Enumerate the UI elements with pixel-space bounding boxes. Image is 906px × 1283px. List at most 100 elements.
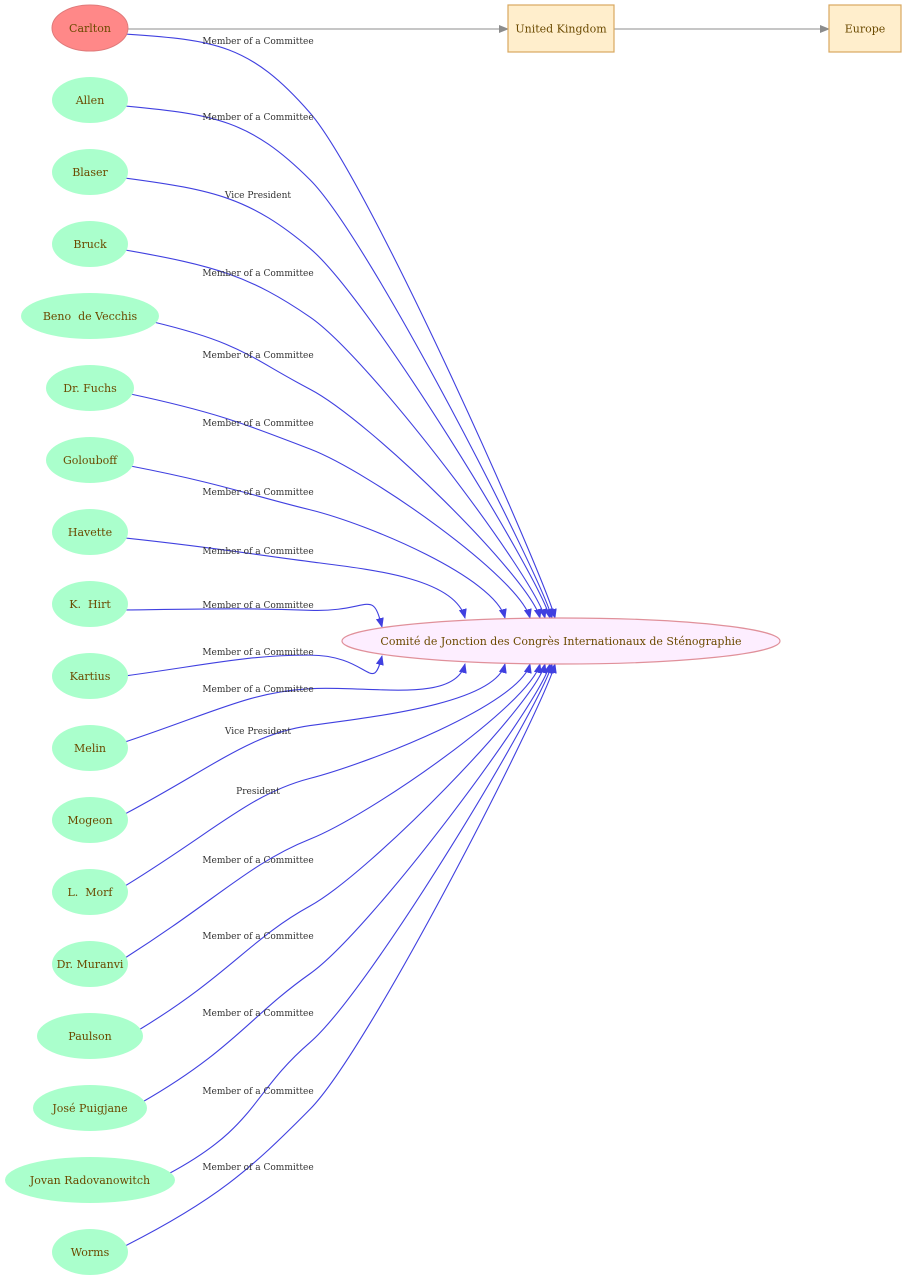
- place-node-europe[interactable]: Europe: [828, 4, 902, 53]
- person-ellipse: [52, 581, 128, 627]
- person-name: Paulson: [68, 1030, 111, 1043]
- edges-layer: [124, 25, 830, 1247]
- edge-label-allen: Member of a Committee: [202, 113, 313, 123]
- edge-label-golouboff: Member of a Committee: [202, 488, 313, 498]
- edge-l-morf-to-organization: [124, 663, 532, 887]
- person-node-jovan-radovanowitch[interactable]: Jovan Radovanowitch: [5, 1157, 175, 1203]
- person-ellipse: [46, 365, 134, 411]
- person-name: Bruck: [73, 238, 107, 251]
- edge-dr-muranvi-to-organization: [124, 663, 542, 959]
- person-node-k-hirt[interactable]: K. Hirt: [52, 581, 128, 627]
- organization-node[interactable]: Comité de Jonction des Congrès Internati…: [341, 617, 781, 665]
- person-node-dr-fuchs[interactable]: Dr. Fuchs: [46, 365, 134, 411]
- person-node-golouboff[interactable]: Golouboff: [46, 437, 134, 483]
- edge-carlton-to-organization: [124, 33, 557, 619]
- edge-melin-to-organization: [124, 663, 467, 743]
- place-node-uk[interactable]: United Kingdom: [507, 4, 615, 53]
- person-ellipse: [52, 221, 128, 267]
- person-node-dr-muranvi[interactable]: Dr. Muranvi: [52, 941, 128, 987]
- edge-label-paulson: Member of a Committee: [202, 932, 313, 942]
- place-box: [507, 4, 615, 53]
- person-name: Carlton: [69, 22, 111, 35]
- person-name: José Puigjane: [51, 1102, 127, 1115]
- person-node-allen[interactable]: Allen: [52, 77, 128, 123]
- edge-kartius-to-organization: [124, 654, 384, 677]
- edge-k-hirt-to-organization: [124, 603, 384, 628]
- person-ellipse: [37, 1013, 143, 1059]
- edge-worms-to-organization: [124, 663, 557, 1247]
- edge-bruck-to-organization: [124, 249, 547, 619]
- person-node-beno-de-vecchis[interactable]: Beno de Vecchis: [21, 293, 159, 339]
- edge-label-havette: Member of a Committee: [202, 547, 313, 557]
- person-node-bruck[interactable]: Bruck: [52, 221, 128, 267]
- person-node-jose-puigjane[interactable]: José Puigjane: [33, 1085, 147, 1131]
- edge-paulson-to-organization: [138, 663, 547, 1031]
- person-ellipse: [52, 77, 128, 123]
- person-name: Golouboff: [63, 454, 118, 467]
- person-ellipse: [52, 653, 128, 699]
- person-name: Melin: [74, 742, 106, 755]
- edge-dr-fuchs-to-organization: [130, 393, 532, 619]
- edge-label-jovan-radovanowitch: Member of a Committee: [202, 1087, 313, 1097]
- person-name: Dr. Fuchs: [63, 382, 117, 395]
- place-box: [828, 4, 902, 53]
- edge-label-melin: Member of a Committee: [202, 685, 313, 695]
- edge-label-blaser: Vice President: [224, 191, 292, 201]
- edge-label-bruck: Member of a Committee: [202, 269, 313, 279]
- person-ellipse: [21, 293, 159, 339]
- person-node-worms[interactable]: Worms: [52, 1229, 128, 1275]
- person-name: Kartius: [70, 670, 111, 683]
- person-ellipse: [52, 1229, 128, 1275]
- place-label: Europe: [845, 23, 886, 36]
- person-node-blaser[interactable]: Blaser: [52, 149, 128, 195]
- edge-label-k-hirt: Member of a Committee: [202, 601, 313, 611]
- edge-allen-to-organization: [124, 105, 554, 619]
- person-node-kartius[interactable]: Kartius: [52, 653, 128, 699]
- person-name: Mogeon: [67, 814, 112, 827]
- edge-label-dr-muranvi: Member of a Committee: [202, 856, 313, 866]
- person-name: Allen: [75, 94, 105, 107]
- person-node-havette[interactable]: Havette: [52, 509, 128, 555]
- edge-golouboff-to-organization: [130, 465, 507, 619]
- edge-label-kartius: Member of a Committee: [202, 648, 313, 658]
- person-ellipse: [51, 4, 129, 52]
- organization-label: Comité de Jonction des Congrès Internati…: [380, 635, 741, 648]
- person-name: Havette: [68, 526, 112, 539]
- person-node-melin[interactable]: Melin: [52, 725, 128, 771]
- edge-label-jose-puigjane: Member of a Committee: [202, 1009, 313, 1019]
- edge-label-worms: Member of a Committee: [202, 1163, 313, 1173]
- edge-mogeon-to-organization: [124, 663, 507, 815]
- person-ellipse: [52, 941, 128, 987]
- edge-label-beno-de-vecchis: Member of a Committee: [202, 351, 313, 361]
- person-node-paulson[interactable]: Paulson: [37, 1013, 143, 1059]
- person-ellipse: [33, 1085, 147, 1131]
- edge-label-l-morf: President: [236, 787, 280, 797]
- edge-havette-to-organization: [124, 537, 467, 619]
- person-node-mogeon[interactable]: Mogeon: [52, 797, 128, 843]
- edge-jovan-radovanowitch-to-organization: [167, 663, 554, 1175]
- person-name: Jovan Radovanowitch: [29, 1174, 150, 1187]
- edge-beno-de-vecchis-to-organization: [153, 321, 542, 619]
- person-name: Beno de Vecchis: [43, 310, 138, 323]
- place-label: United Kingdom: [515, 23, 607, 36]
- person-ellipse: [5, 1157, 175, 1203]
- person-ellipse: [52, 149, 128, 195]
- person-name: L. Morf: [67, 886, 113, 899]
- person-ellipse: [46, 437, 134, 483]
- person-ellipse: [52, 869, 128, 915]
- edge-jose-puigjane-to-organization: [142, 663, 552, 1103]
- person-ellipse: [52, 725, 128, 771]
- person-ellipse: [52, 509, 128, 555]
- person-name: Worms: [71, 1246, 110, 1259]
- organization-ellipse: [341, 617, 781, 665]
- person-ellipse: [52, 797, 128, 843]
- edge-blaser-to-organization: [124, 177, 552, 619]
- person-node-carlton[interactable]: Carlton: [51, 4, 129, 52]
- edge-label-dr-fuchs: Member of a Committee: [202, 419, 313, 429]
- person-name: Blaser: [72, 166, 108, 179]
- person-node-l-morf[interactable]: L. Morf: [52, 869, 128, 915]
- person-name: Dr. Muranvi: [57, 958, 124, 971]
